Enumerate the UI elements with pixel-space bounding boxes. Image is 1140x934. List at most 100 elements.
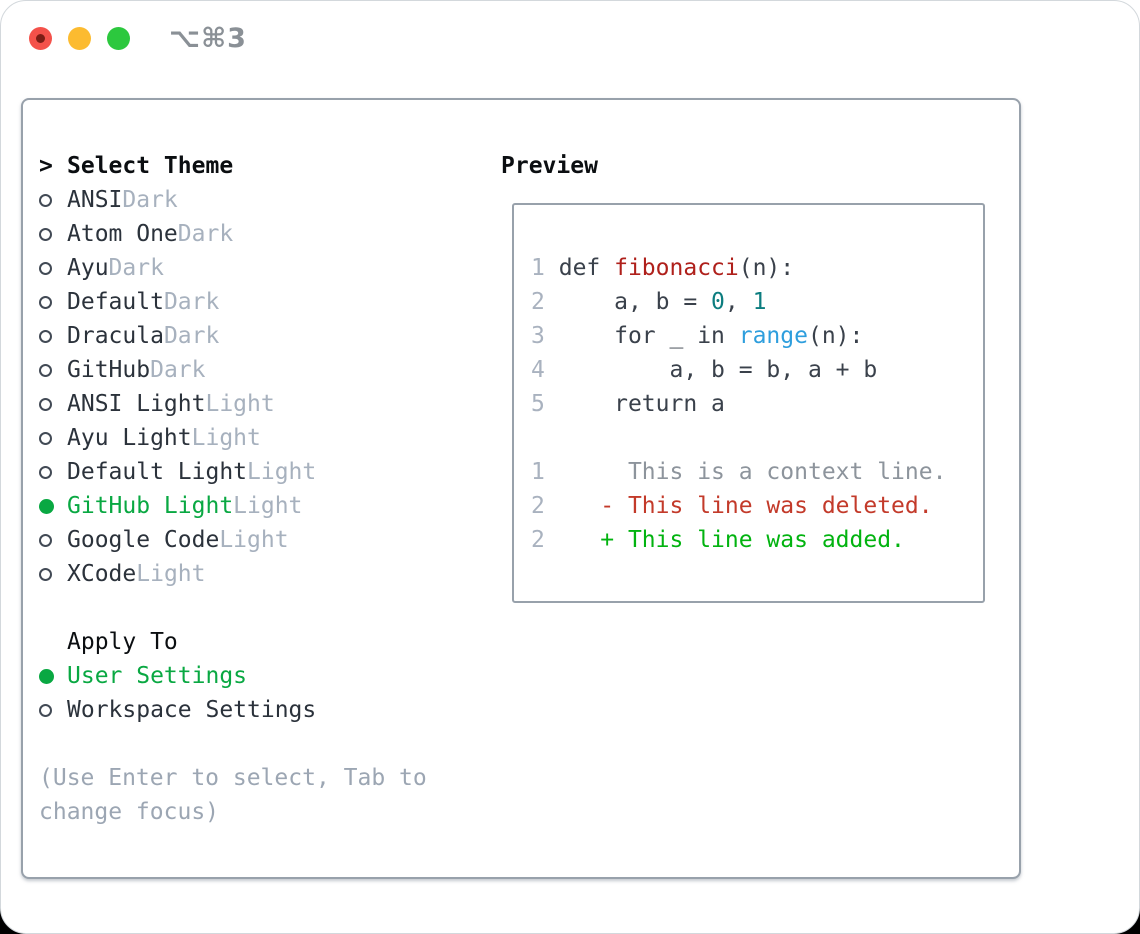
theme-option-default-light[interactable]: Default Light Light [39, 455, 427, 489]
theme-name: Atom One [67, 221, 178, 247]
select-theme-title: Select Theme [67, 153, 234, 179]
line-number: 1 [531, 459, 545, 485]
hint-line-1: (Use Enter to select, Tab to [39, 765, 427, 791]
radio-marker [39, 397, 67, 411]
apply-to-title: Apply To [67, 629, 178, 655]
line-number: 5 [531, 391, 545, 417]
radio-marker [39, 533, 67, 547]
spacer [39, 727, 427, 761]
radio-marker [39, 329, 67, 343]
code-token: a, b = b, a + b [558, 357, 878, 383]
theme-variant: Light [205, 391, 275, 417]
theme-option-ayu[interactable]: Ayu Dark [39, 251, 427, 285]
hint-line-2: change focus) [39, 799, 220, 825]
theme-variant: Dark [177, 221, 234, 247]
theme-variant: Dark [122, 187, 178, 213]
radio-icon [39, 567, 52, 581]
radio-marker [39, 363, 67, 377]
theme-option-default[interactable]: Default Dark [39, 285, 427, 319]
line-number: 2 [531, 289, 545, 315]
radio-marker [39, 193, 67, 207]
theme-option-github-light[interactable]: GitHub Light Light [39, 489, 427, 523]
code-token: (n): [807, 323, 864, 349]
radio-marker [39, 498, 67, 514]
window-title: ⌥⌘3 [169, 23, 247, 54]
theme-variant: Light [136, 561, 206, 587]
theme-option-google-code[interactable]: Google Code Light [39, 523, 427, 557]
close-button[interactable] [29, 27, 52, 50]
line-number: 4 [531, 357, 545, 383]
code-line: 2 - This line was deleted. [531, 489, 946, 523]
radio-icon [39, 227, 52, 241]
code-line: 1 This is a context line. [531, 455, 946, 489]
theme-variant: Dark [108, 255, 164, 281]
code-line: 4 a, b = b, a + b [531, 353, 946, 387]
theme-option-dracula[interactable]: Dracula Dark [39, 319, 427, 353]
minimize-button[interactable] [68, 27, 91, 50]
theme-option-ayu-light[interactable]: Ayu Light Light [39, 421, 427, 455]
radio-icon [39, 431, 52, 445]
radio-marker [39, 261, 67, 275]
theme-option-atom-one[interactable]: Atom One Dark [39, 217, 427, 251]
radio-selected-icon [39, 668, 54, 684]
line-number: 2 [531, 493, 545, 519]
code-line: 1 def fibonacci(n): [531, 251, 946, 285]
code-token: return a [558, 391, 725, 417]
radio-icon [39, 465, 52, 479]
radio-icon [39, 193, 52, 207]
select-theme-header: > Select Theme [39, 149, 427, 183]
theme-name: GitHub [67, 357, 151, 383]
line-number: 3 [531, 323, 545, 349]
theme-name: ANSI [67, 187, 123, 213]
theme-option-ansi[interactable]: ANSI Dark [39, 183, 427, 217]
code-line: 5 return a [531, 387, 946, 421]
code-token: fibonacci [614, 255, 739, 281]
code-line [531, 421, 946, 455]
theme-name: Google Code [67, 527, 220, 553]
theme-name: Default Light [67, 459, 248, 485]
code-token: 1 [752, 289, 767, 315]
code-token: - This line was deleted. [558, 493, 933, 519]
code-line: 3 for _ in range(n): [531, 319, 946, 353]
theme-option-ansi-light[interactable]: ANSI Light Light [39, 387, 427, 421]
theme-option-xcode[interactable]: XCode Light [39, 557, 427, 591]
code-token: range [738, 323, 808, 349]
apply-option-label: Workspace Settings [67, 697, 317, 723]
apply-option-workspace-settings[interactable]: Workspace Settings [39, 693, 427, 727]
theme-name: XCode [67, 561, 137, 587]
radio-icon [39, 703, 52, 717]
code-token: This is a context line. [558, 459, 947, 485]
theme-name: Ayu [67, 255, 109, 281]
theme-name: ANSI Light [67, 391, 206, 417]
radio-marker [39, 227, 67, 241]
radio-marker [39, 431, 67, 445]
line-number: 1 [531, 255, 545, 281]
zoom-button[interactable] [107, 27, 130, 50]
line-number: 2 [531, 527, 545, 553]
theme-name: GitHub Light [67, 493, 234, 519]
radio-marker [39, 465, 67, 479]
theme-variant: Light [191, 425, 261, 451]
code-line: 2 a, b = 0, 1 [531, 285, 946, 319]
code-line: 2 + This line was added. [531, 523, 946, 557]
theme-name: Ayu Light [67, 425, 192, 451]
radio-icon [39, 533, 52, 547]
code-token: + This line was added. [558, 527, 905, 553]
theme-variant: Light [219, 527, 289, 553]
apply-option-user-settings[interactable]: User Settings [39, 659, 427, 693]
theme-variant: Light [233, 493, 303, 519]
theme-name: Dracula [67, 323, 164, 349]
apply-to-header: Apply To [39, 625, 427, 659]
code-token: (n): [738, 255, 795, 281]
radio-icon [39, 363, 52, 377]
radio-marker [39, 295, 67, 309]
theme-variant: Dark [163, 323, 220, 349]
preview-title: Preview [501, 153, 598, 179]
apply-option-label: User Settings [67, 663, 248, 689]
theme-option-github[interactable]: GitHub Dark [39, 353, 427, 387]
